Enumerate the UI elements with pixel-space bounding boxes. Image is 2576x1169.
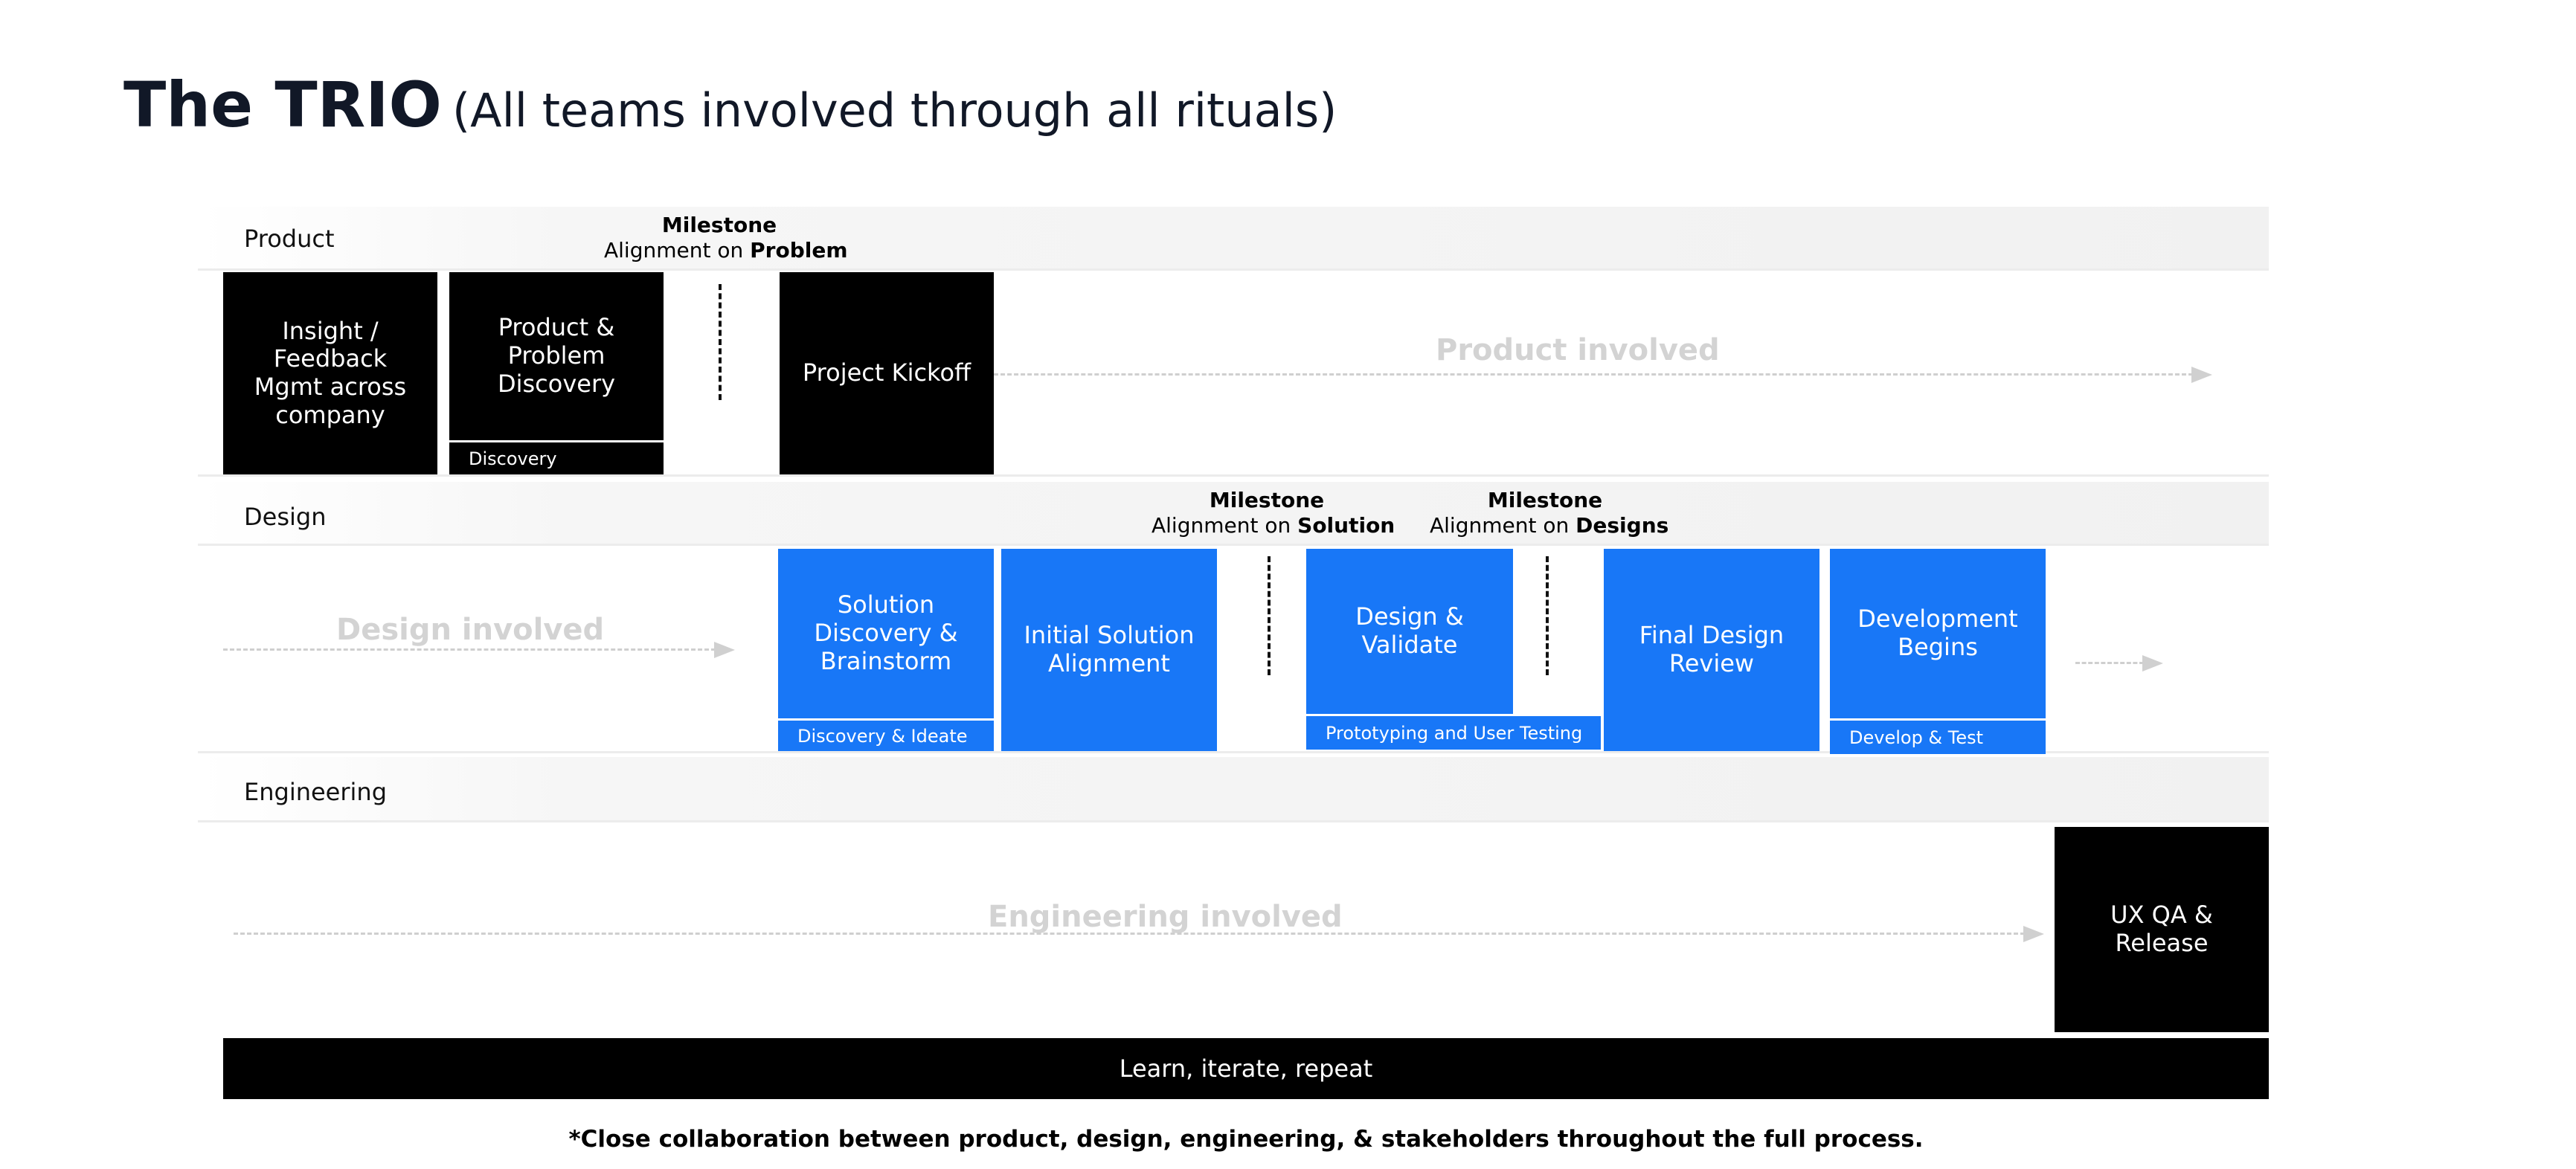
develop-test-sub-label: Develop & Test [1830, 718, 2046, 754]
ux-qa-release-box: UX QA & Release [2055, 827, 2269, 1032]
arrow-right-icon [714, 642, 735, 658]
arrow-right-icon [2142, 655, 2163, 672]
collaboration-note: *Close collaboration between product, de… [568, 1126, 1924, 1153]
product-involved-line [994, 373, 2193, 376]
milestone-divider [719, 284, 722, 400]
solution-discovery-box: Solution Discovery & Brainstorm [778, 549, 994, 718]
insight-feedback-label: Insight / Feedback Mgmt across company [254, 316, 407, 429]
final-design-review-label: Final Design Review [1639, 621, 1785, 677]
design-lane-label: Design [244, 503, 327, 531]
product-problem-discovery-box: Product & Problem Discovery [449, 272, 664, 440]
product-involved-label: Product involved [1436, 333, 1720, 367]
milestone-problem-prefix: Alignment on [604, 237, 744, 263]
lane-divider [198, 474, 2269, 477]
engineering-lane-band [198, 757, 2269, 822]
product-lane-label: Product [244, 225, 335, 253]
title-subtitle: (All teams involved through all rituals) [452, 83, 1337, 138]
arrow-right-icon [2191, 367, 2212, 383]
discovery-ideate-sub-label: Discovery & Ideate [778, 718, 994, 751]
final-design-review-box: Final Design Review [1604, 549, 1819, 751]
project-kickoff-box: Project Kickoff [780, 272, 994, 474]
milestone-designs-prefix: Alignment on [1430, 512, 1570, 538]
engineering-involved-label: Engineering involved [988, 900, 1343, 934]
design-validate-label: Design & Validate [1355, 602, 1464, 659]
design-continue-line [2075, 662, 2144, 664]
engineering-involved-line [234, 933, 2025, 935]
milestone-solution-prefix: Alignment on [1152, 512, 1291, 538]
milestone-problem-title: Milestone [661, 213, 777, 237]
learn-iterate-label: Learn, iterate, repeat [1119, 1054, 1373, 1083]
ux-qa-release-label: UX QA & Release [2110, 901, 2213, 957]
product-problem-discovery-label: Product & Problem Discovery [497, 313, 616, 398]
milestone-designs-title: Milestone [1487, 488, 1603, 512]
milestone-solution-strong: Solution [1297, 512, 1395, 538]
design-validate-box: Design & Validate [1306, 549, 1513, 714]
milestone-divider [1546, 556, 1549, 675]
design-lane-band [198, 482, 2269, 546]
solution-discovery-label: Solution Discovery & Brainstorm [814, 590, 958, 675]
project-kickoff-label: Project Kickoff [802, 358, 971, 387]
arrow-right-icon [2023, 926, 2044, 942]
development-begins-label: Development Begins [1857, 605, 2018, 661]
milestone-solution-title: Milestone [1209, 488, 1325, 512]
milestone-problem-strong: Problem [750, 237, 848, 263]
milestone-designs-strong: Designs [1576, 512, 1669, 538]
milestone-designs: Milestone Alignment on Designs [1430, 488, 1668, 538]
milestone-divider [1268, 556, 1271, 675]
discovery-sub-label: Discovery [449, 440, 664, 474]
design-involved-line [223, 648, 716, 651]
lane-divider [198, 751, 2269, 753]
title-main: The TRIO [123, 68, 442, 141]
engineering-lane-label: Engineering [244, 778, 387, 806]
insight-feedback-box: Insight / Feedback Mgmt across company [223, 272, 437, 474]
initial-solution-alignment-box: Initial Solution Alignment [1001, 549, 1217, 751]
product-lane-band [198, 207, 2269, 271]
milestone-solution: Milestone Alignment on Solution [1152, 488, 1395, 538]
development-begins-box: Development Begins [1830, 549, 2046, 718]
page-title: The TRIO(All teams involved through all … [123, 68, 1337, 141]
milestone-problem: Milestone Alignment on Problem [604, 213, 848, 263]
prototyping-sub-label: Prototyping and User Testing [1306, 714, 1601, 750]
learn-iterate-bar: Learn, iterate, repeat [223, 1038, 2269, 1099]
initial-solution-alignment-label: Initial Solution Alignment [1024, 621, 1195, 677]
design-involved-label: Design involved [336, 613, 605, 647]
